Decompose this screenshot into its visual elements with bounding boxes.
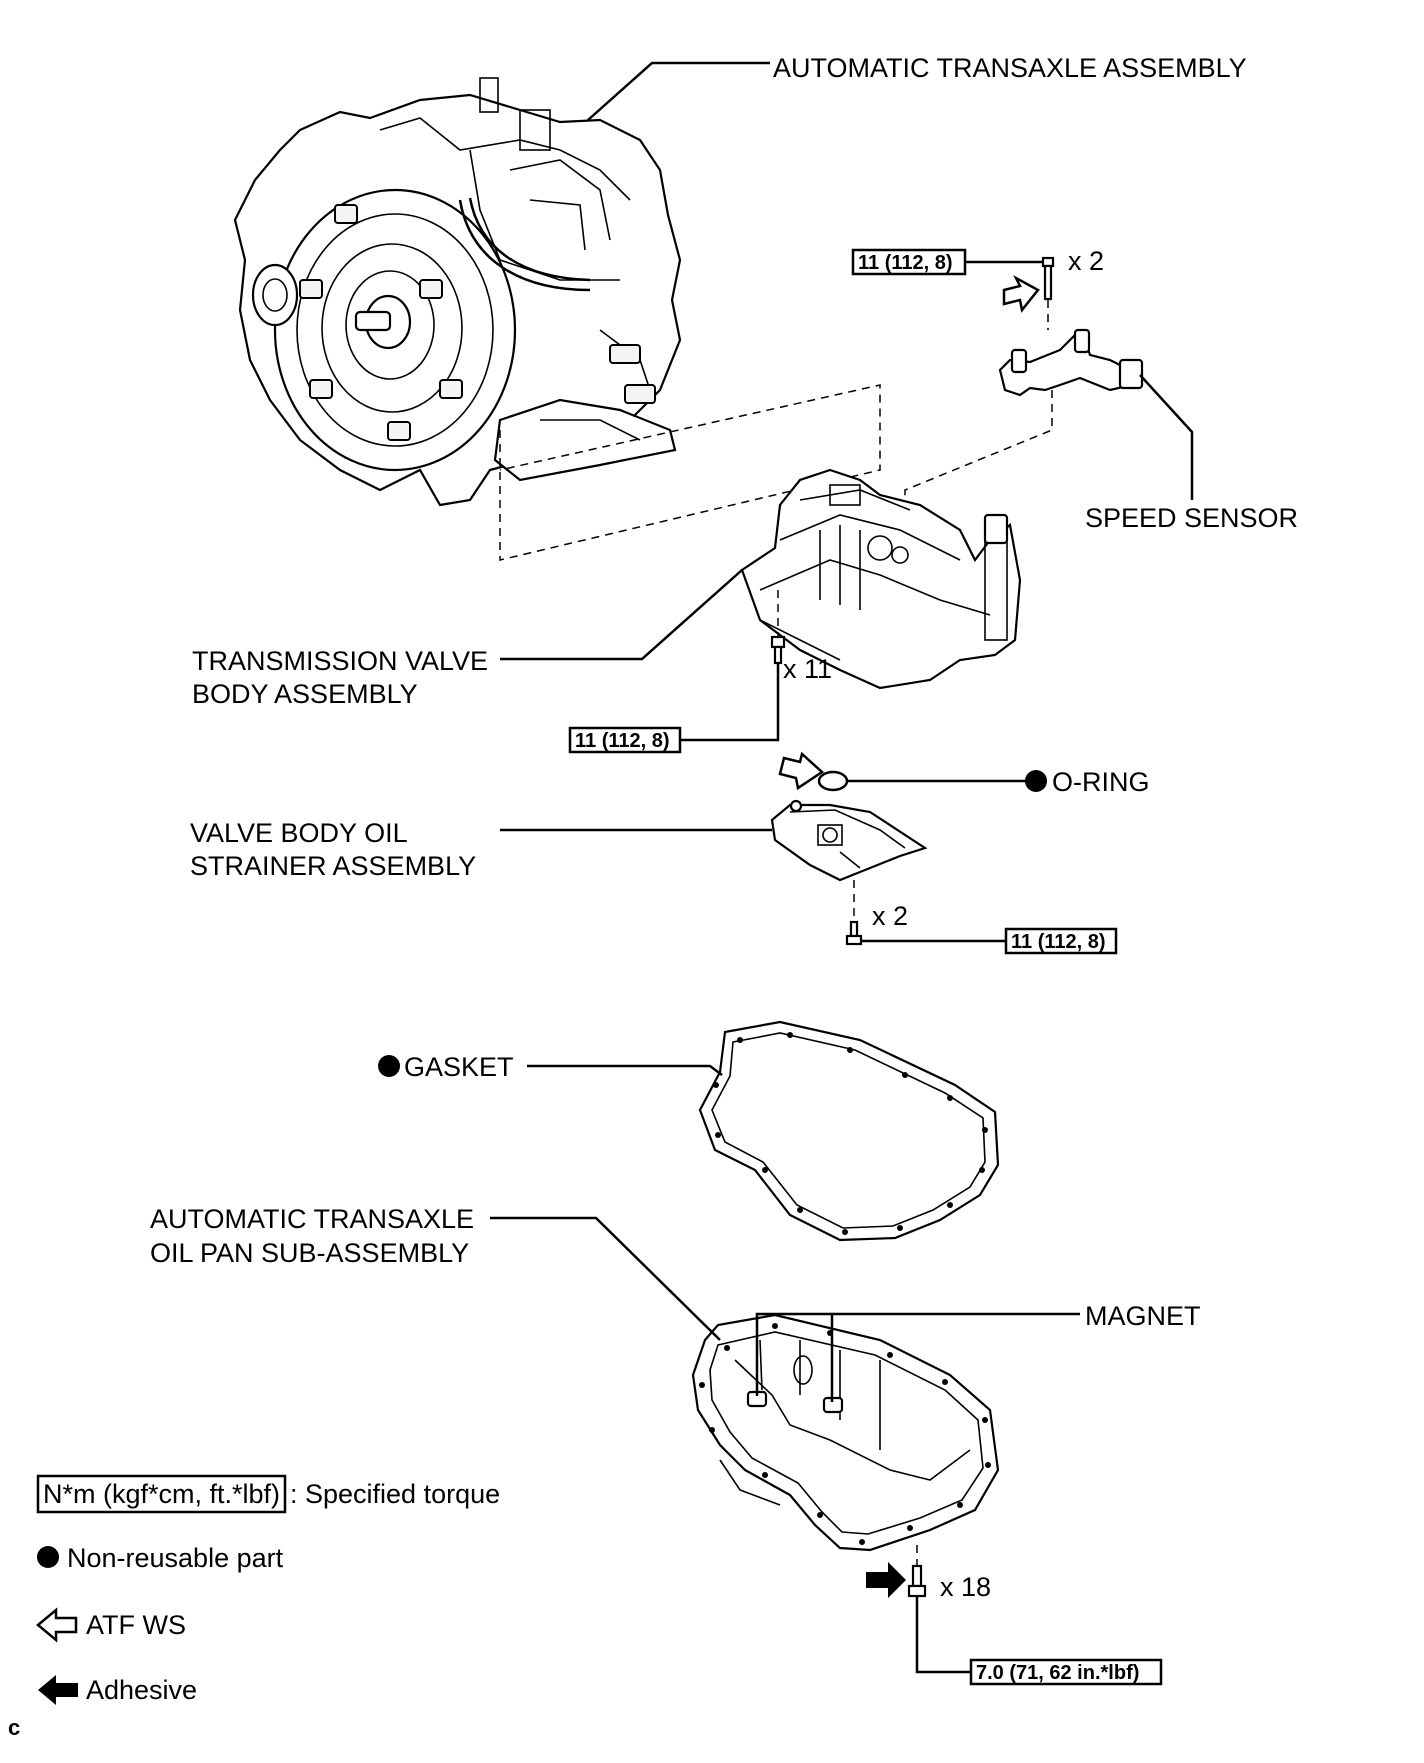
label-gasket: GASKET	[404, 1052, 514, 1082]
qty-strainer-bolt: x 2	[872, 901, 908, 931]
torque-box-oil-pan: 7.0 (71, 62 in.*lbf)	[915, 1597, 1163, 1686]
leader-valve-body	[500, 569, 743, 661]
svg-text:11 (112, 8): 11 (112, 8)	[858, 252, 953, 274]
svg-text:11 (112, 8): 11 (112, 8)	[1011, 931, 1106, 953]
label-strainer-1: VALVE BODY OIL	[190, 818, 408, 848]
legend-non-reusable-dot	[37, 1546, 59, 1568]
legend-non-reusable-text: Non-reusable part	[67, 1543, 284, 1573]
label-o-ring: O-RING	[1052, 767, 1150, 797]
oil-pan-drawing	[691, 1313, 1000, 1552]
legend-torque-box-text: N*m (kgf*cm, ft.*lbf)	[43, 1479, 280, 1509]
atf-arrow-speed-sensor	[1002, 274, 1040, 313]
dash-transaxle-valve-body	[499, 384, 881, 561]
label-speed-sensor: SPEED SENSOR	[1085, 503, 1298, 533]
label-magnet: MAGNET	[1085, 1301, 1201, 1331]
legend-atf-arrow	[36, 1607, 78, 1643]
qty-speed-sensor-bolt: x 2	[1068, 246, 1104, 276]
legend: N*m (kgf*cm, ft.*lbf) : Specified torque…	[36, 1474, 500, 1705]
o-ring-drawing	[817, 770, 849, 792]
legend-adhesive-text: Adhesive	[86, 1675, 197, 1705]
leader-speed-sensor	[1139, 374, 1194, 500]
label-strainer-2: STRAINER ASSEMBLY	[190, 851, 476, 881]
svg-text:11 (112, 8): 11 (112, 8)	[575, 730, 670, 752]
o-ring-non-reusable-dot	[1025, 770, 1047, 792]
leader-transaxle	[587, 61, 770, 121]
leader-magnet	[755, 1312, 1080, 1402]
label-transaxle: AUTOMATIC TRANSAXLE ASSEMBLY	[773, 53, 1247, 83]
valve-body-drawing	[740, 468, 1022, 690]
qty-oil-pan-bolt: x 18	[940, 1572, 991, 1602]
speed-sensor-drawing	[998, 256, 1144, 397]
svg-text:7.0 (71, 62 in.*lbf): 7.0 (71, 62 in.*lbf)	[976, 1662, 1139, 1684]
dash-speed-sensor-2	[904, 390, 1053, 520]
gasket-drawing	[698, 1020, 1000, 1242]
atf-arrow-o-ring	[778, 751, 825, 791]
label-valve-body-1: TRANSMISSION VALVE	[192, 646, 488, 676]
corner-mark: c	[8, 1715, 20, 1740]
valve-body-bolt	[770, 635, 786, 665]
label-oil-pan-2: OIL PAN SUB-ASSEMBLY	[150, 1238, 469, 1268]
legend-adhesive-arrow	[38, 1675, 78, 1705]
label-oil-pan-1: AUTOMATIC TRANSAXLE	[150, 1204, 474, 1234]
label-valve-body-2: BODY ASSEMBLY	[192, 679, 418, 709]
gasket-non-reusable-dot	[378, 1055, 400, 1077]
torque-box-strainer: 11 (112, 8)	[862, 927, 1118, 955]
transaxle-assembly-drawing	[233, 77, 682, 507]
legend-atf-text: ATF WS	[86, 1610, 186, 1640]
legend-torque-box	[36, 1474, 287, 1514]
oil-pan-bolt	[907, 1564, 927, 1598]
legend-torque-text: : Specified torque	[290, 1479, 500, 1509]
strainer-drawing	[770, 799, 928, 882]
leader-oil-pan	[490, 1216, 721, 1341]
torque-box-valve-body: 11 (112, 8)	[568, 664, 780, 754]
qty-valve-body-bolt: x 11	[783, 654, 832, 684]
torque-box-speed-sensor: 11 (112, 8)	[851, 248, 1043, 276]
adhesive-arrow-oil-pan	[866, 1562, 906, 1598]
leader-gasket	[527, 1064, 723, 1076]
strainer-bolt	[845, 920, 863, 946]
